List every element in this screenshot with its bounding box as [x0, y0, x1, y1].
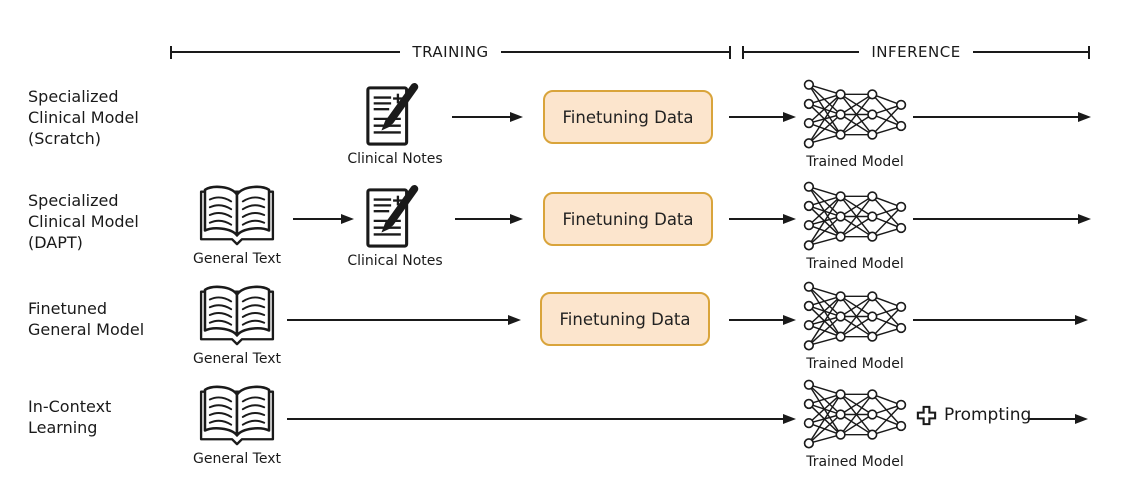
trained-model-step: Trained Model: [800, 378, 910, 470]
trained-model-caption: Trained Model: [806, 154, 904, 170]
general-text-caption: General Text: [193, 251, 281, 267]
finetuning-data-box: Finetuning Data: [540, 292, 710, 346]
finetuning-data-box: Finetuning Data: [543, 90, 713, 144]
bracket-line: [744, 51, 860, 53]
bracket-tick: [729, 45, 731, 59]
phase-inference-bracket: INFERENCE: [742, 43, 1091, 61]
row-label-scratch: Specialized Clinical Model (Scratch): [28, 87, 139, 148]
finetuning-data-label: Finetuning Data: [562, 107, 694, 127]
neural-network-icon: [803, 79, 907, 149]
bracket-line: [972, 51, 1089, 53]
general-text-caption: General Text: [193, 451, 281, 467]
prompting-label: Prompting: [944, 405, 1032, 425]
trained-model-step: Trained Model: [800, 280, 910, 372]
flow-arrow: [293, 214, 354, 224]
bracket-tick: [170, 45, 172, 59]
trained-model-step: Trained Model: [800, 180, 910, 272]
clinical-notes-caption: Clinical Notes: [347, 151, 443, 167]
general-text-step: General Text: [189, 382, 285, 467]
flow-arrow: [729, 112, 796, 122]
open-book-icon: [199, 185, 275, 246]
phase-inference-label: INFERENCE: [871, 43, 961, 61]
trained-model-caption: Trained Model: [806, 454, 904, 470]
plus-icon: [916, 405, 937, 426]
flow-arrow: [729, 315, 796, 325]
clinical-notes-step: Clinical Notes: [347, 184, 443, 269]
trained-model-caption: Trained Model: [806, 356, 904, 372]
phase-training-label: TRAINING: [412, 43, 489, 61]
flow-arrow: [1028, 414, 1088, 424]
open-book-icon: [199, 285, 275, 346]
general-text-caption: General Text: [193, 351, 281, 367]
flow-arrow: [913, 315, 1088, 325]
row-label-dapt: Specialized Clinical Model (DAPT): [28, 191, 139, 252]
bracket-tick: [742, 45, 744, 59]
flow-arrow: [913, 112, 1091, 122]
flow-arrow: [729, 214, 796, 224]
clinical-notes-caption: Clinical Notes: [347, 253, 443, 269]
phase-training-bracket: TRAINING: [170, 43, 731, 61]
finetuning-data-label: Finetuning Data: [562, 209, 694, 229]
clinical-notes-step: Clinical Notes: [347, 82, 443, 167]
flow-arrow: [287, 414, 796, 424]
open-book-icon: [199, 385, 275, 446]
neural-network-icon: [803, 181, 907, 251]
clinical-notes-icon: [364, 82, 426, 148]
trained-model-step: Trained Model: [800, 78, 910, 170]
flow-arrow: [452, 112, 523, 122]
trained-model-caption: Trained Model: [806, 256, 904, 272]
finetuning-data-label: Finetuning Data: [559, 309, 691, 329]
flow-arrow: [913, 214, 1091, 224]
general-text-step: General Text: [189, 182, 285, 267]
flow-arrow: [287, 315, 521, 325]
bracket-line: [172, 51, 401, 53]
neural-network-icon: [803, 281, 907, 351]
clinical-notes-icon: [364, 184, 426, 250]
row-label-finetuned-general: Finetuned General Model: [28, 299, 145, 339]
bracket-tick: [1088, 45, 1091, 59]
row-label-in-context: In-Context Learning: [28, 397, 112, 437]
general-text-step: General Text: [189, 282, 285, 367]
neural-network-icon: [803, 379, 907, 449]
bracket-line: [500, 51, 729, 53]
flow-arrow: [455, 214, 523, 224]
finetuning-data-box: Finetuning Data: [543, 192, 713, 246]
